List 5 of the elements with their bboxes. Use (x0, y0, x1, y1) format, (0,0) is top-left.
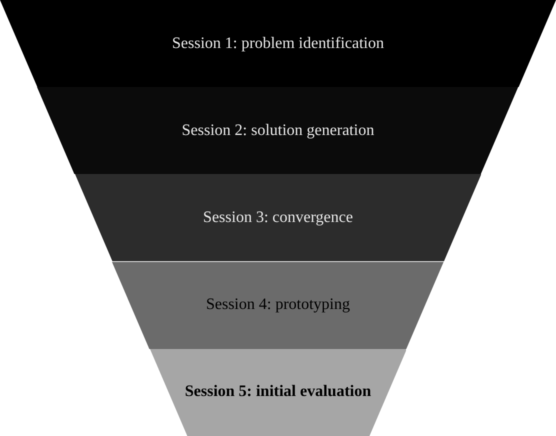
stage-label: Session 3: convergence (203, 208, 353, 227)
stage-label: Session 5: initial evaluation (184, 383, 372, 402)
stage-label: Session 2: solution generation (182, 122, 374, 140)
stage-label: Session 1: problem identification (172, 34, 384, 53)
stage-label: Session 4: prototyping (206, 296, 350, 314)
